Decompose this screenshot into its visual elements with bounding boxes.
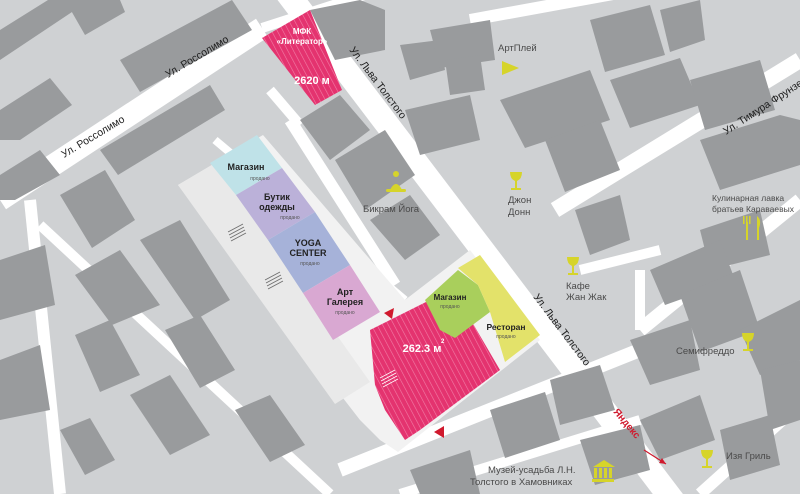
mfk-label-line2: «Литератор» xyxy=(277,37,328,46)
unit-sub-art: продано xyxy=(335,310,355,316)
wine-glass-icon-cafe xyxy=(567,257,579,275)
unit-label-art-line2: Галерея xyxy=(327,297,363,307)
poi-label-artplay: АртПлей xyxy=(498,43,537,54)
yandex-direction-arrow xyxy=(643,449,667,465)
yoga-figure-icon xyxy=(386,171,406,192)
wine-glass-icon-john-donne xyxy=(510,172,522,190)
mfk-area-sup: 2 xyxy=(337,71,341,77)
stairs-marker-mid xyxy=(264,271,284,290)
unit-sub-magaziny: продано xyxy=(440,304,460,310)
poi-label-kulinarnaya-line1: Кулинарная лавка xyxy=(712,193,784,203)
fork-knife-icon xyxy=(743,216,761,240)
unit-yoga-center[interactable] xyxy=(268,212,350,293)
unit-main-area[interactable] xyxy=(370,300,500,440)
artplay-flag-icon xyxy=(502,61,519,75)
poi-label-cafe-line1: Кафе xyxy=(566,281,590,292)
unit-magazin[interactable] xyxy=(210,135,282,195)
poi-label-bikram-yoga: Бикрам Йога xyxy=(363,203,420,215)
unit-sub-magazin: продано xyxy=(250,176,270,182)
development-site xyxy=(178,135,540,452)
building-mfk-literator[interactable] xyxy=(262,10,342,105)
poi-label-kulinarnaya-line2: братьев Караваевых xyxy=(712,204,795,214)
mfk-area-label: 2620 м xyxy=(294,75,330,87)
unit-sub-butik: продано xyxy=(280,215,300,221)
unit-restoran[interactable] xyxy=(458,255,540,362)
poi-label-museum-line2: Толстого в Хамовниках xyxy=(470,477,573,488)
museum-icon xyxy=(592,460,615,482)
mfk-label-line1: МФК xyxy=(293,27,311,36)
unit-label-magaziny: Магазин xyxy=(434,293,467,302)
poi-label-john-donne-line2: Донн xyxy=(508,207,530,218)
poi-label-izya-grill: Изя Гриль xyxy=(726,451,771,462)
unit-label-yoga-line2: CENTER xyxy=(289,248,327,258)
unit-label-restoran: Ресторан xyxy=(486,322,525,332)
poi-label-semifreddo: Семифреддо xyxy=(676,346,735,357)
wine-glass-icon-semifreddo xyxy=(742,333,754,351)
road-top-right xyxy=(468,0,614,26)
poi-label-cafe-line2: Жан Жак xyxy=(566,292,607,303)
stairs-marker-left xyxy=(227,223,247,242)
unit-magaziny[interactable] xyxy=(425,270,490,338)
road-inner xyxy=(284,116,401,289)
road-right-mid xyxy=(578,245,662,275)
unit-sub-restoran: продано xyxy=(496,334,516,340)
stairs-marker-right xyxy=(379,369,399,388)
main-area-sup: 2 xyxy=(441,339,445,345)
unit-label-butik-line2: одежды xyxy=(259,202,295,212)
unit-label-butik-line1: Бутик xyxy=(264,192,290,202)
unit-butik[interactable] xyxy=(236,168,315,240)
unit-label-art-line1: Арт xyxy=(337,287,354,297)
entrance-arrow-bottom xyxy=(434,426,444,438)
poi-label-museum-line1: Музей-усадьба Л.Н. xyxy=(488,465,575,476)
unit-label-magazin: Магазин xyxy=(228,162,265,172)
unit-label-yoga-line1: YOGA xyxy=(295,238,322,248)
entrance-arrow-top xyxy=(384,308,394,319)
unit-art-gallery[interactable] xyxy=(303,265,380,340)
main-area-label: 262.3 м xyxy=(403,343,442,355)
poi-icons xyxy=(386,61,761,482)
wine-glass-icon-izya xyxy=(701,450,713,468)
poi-label-john-donne-line1: Джон xyxy=(508,195,531,206)
unit-sub-yoga: продано xyxy=(300,261,320,267)
